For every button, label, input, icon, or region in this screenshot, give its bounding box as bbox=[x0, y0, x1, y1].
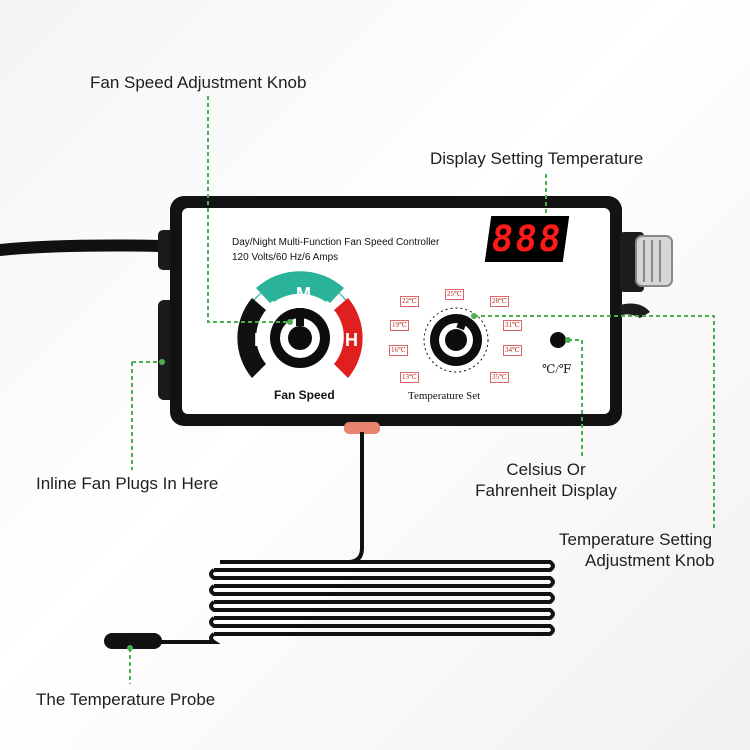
fan-mid-letter: M bbox=[296, 284, 311, 304]
temperature-dial bbox=[423, 307, 489, 373]
temp-tick: 28℃ bbox=[490, 296, 509, 307]
unit-toggle-label: ℃/℉ bbox=[542, 362, 572, 376]
callout-line-fan-knob bbox=[207, 96, 290, 323]
callout-temp-knob-line2: Adjustment Knob bbox=[585, 551, 715, 570]
unit-toggle-button bbox=[550, 332, 566, 348]
fan-high-arc bbox=[334, 298, 363, 378]
temperature-set-label: Temperature Set bbox=[408, 390, 481, 402]
callout-temperature-probe: The Temperature Probe bbox=[36, 690, 216, 709]
callout-inline-fan-plug: Inline Fan Plugs In Here bbox=[36, 474, 219, 493]
temperature-display: 888 bbox=[484, 216, 570, 262]
temperature-probe bbox=[104, 633, 162, 649]
temp-tick: 16℃ bbox=[389, 345, 408, 356]
callout-temp-knob-line1: Temperature Setting bbox=[559, 530, 713, 549]
fan-low-arc bbox=[237, 298, 266, 378]
fan-mid-arc-outer bbox=[256, 271, 344, 303]
device-title: Day/Night Multi-Function Fan Speed Contr… bbox=[232, 237, 440, 248]
callout-line-temp-knob bbox=[474, 315, 715, 530]
fan-speed-label: Fan Speed bbox=[274, 388, 335, 402]
fan-low-letter: L bbox=[254, 330, 265, 350]
callout-fan-speed-knob: Fan Speed Adjustment Knob bbox=[90, 73, 307, 92]
callout-celsius-line2: Fahrenheit Display bbox=[475, 481, 617, 500]
callout-line-celsius bbox=[568, 339, 583, 456]
temp-tick: 13℃ bbox=[400, 372, 419, 383]
temp-tick: 34℃ bbox=[503, 345, 522, 356]
device-rating: 120 Volts/60 Hz/6 Amps bbox=[232, 252, 339, 263]
power-cord bbox=[0, 239, 166, 256]
callout-celsius-line1: Celsius Or bbox=[506, 460, 586, 479]
temp-tick: 31℃ bbox=[503, 320, 522, 331]
temp-tick: 35℃ bbox=[490, 372, 509, 383]
temp-tick: 22℃ bbox=[400, 296, 419, 307]
temp-tick: 19℃ bbox=[390, 320, 409, 331]
temp-tick: 25℃ bbox=[445, 289, 464, 300]
fan-speed-dial bbox=[237, 271, 363, 378]
callout-display-temperature: Display Setting Temperature bbox=[430, 149, 644, 168]
coiled-cable bbox=[160, 560, 555, 644]
fan-high-letter: H bbox=[345, 330, 358, 350]
